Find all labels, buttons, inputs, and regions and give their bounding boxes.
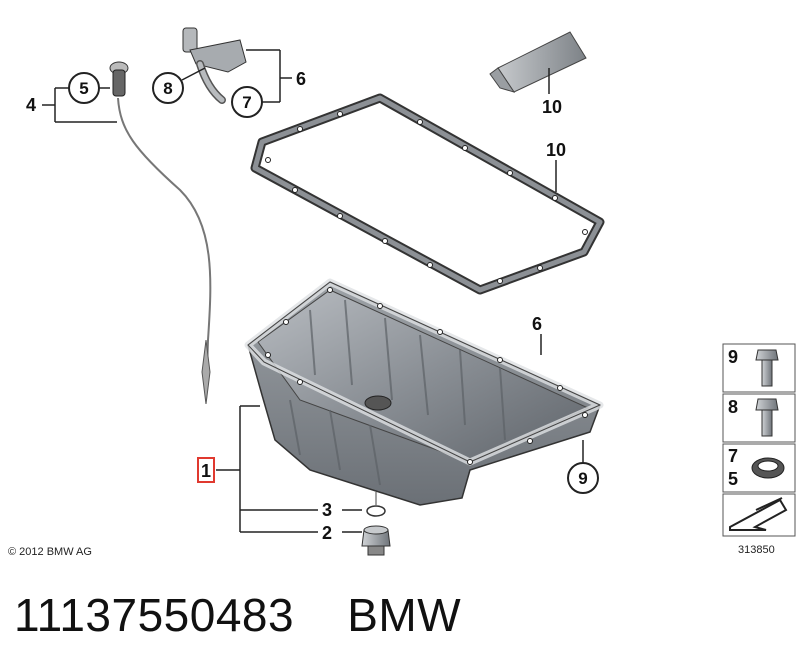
legend-number-7: 7 [728,446,738,466]
fastener-legend [722,343,796,537]
callout-9-circle [567,462,599,494]
callout-6-bracket [181,49,292,103]
callout-2: 2 [322,523,332,543]
callout-1-bracket [216,405,362,533]
bolt-8-icon [755,398,779,437]
callout-8: 8 [163,79,172,98]
callout-8-circle [152,72,184,104]
callout-10-gasket: 10 [546,140,566,160]
callout-9: 9 [578,469,587,488]
part-number-caption: 11137550483 BMW [14,589,462,641]
parts-diagram: 4 5 6 8 7 10 10 [8,27,796,558]
legend-number-5: 5 [728,469,738,489]
callout-7-circle [231,86,263,118]
callout-10-tube: 10 [542,97,562,117]
copyright: © 2012 BMW AG [8,546,92,558]
drain-plug [361,525,391,556]
callout-1-highlight [197,457,215,483]
callout-6-pan: 6 [532,314,542,334]
sealant-tube [489,31,587,94]
legend-number-9: 9 [728,347,738,367]
callout-3: 3 [322,500,332,520]
callout-4: 4 [26,95,36,115]
oil-pan [244,278,604,506]
dipstick-assembly [109,61,212,405]
sealing-ring [366,492,386,517]
oil-return-pipe [182,27,247,104]
sealing-ring-icon [751,457,785,479]
callout-5-circle [68,72,100,104]
callout-1: 1 [201,461,211,481]
oil-pan-gasket [250,93,605,295]
bolt-9-icon [755,349,779,387]
callout-5: 5 [79,79,88,98]
diagram-number: 313850 [738,544,775,556]
callout-6-top: 6 [296,69,306,89]
legend-number-8: 8 [728,397,738,417]
callout-7: 7 [242,93,251,112]
arrow-icon [729,497,788,531]
